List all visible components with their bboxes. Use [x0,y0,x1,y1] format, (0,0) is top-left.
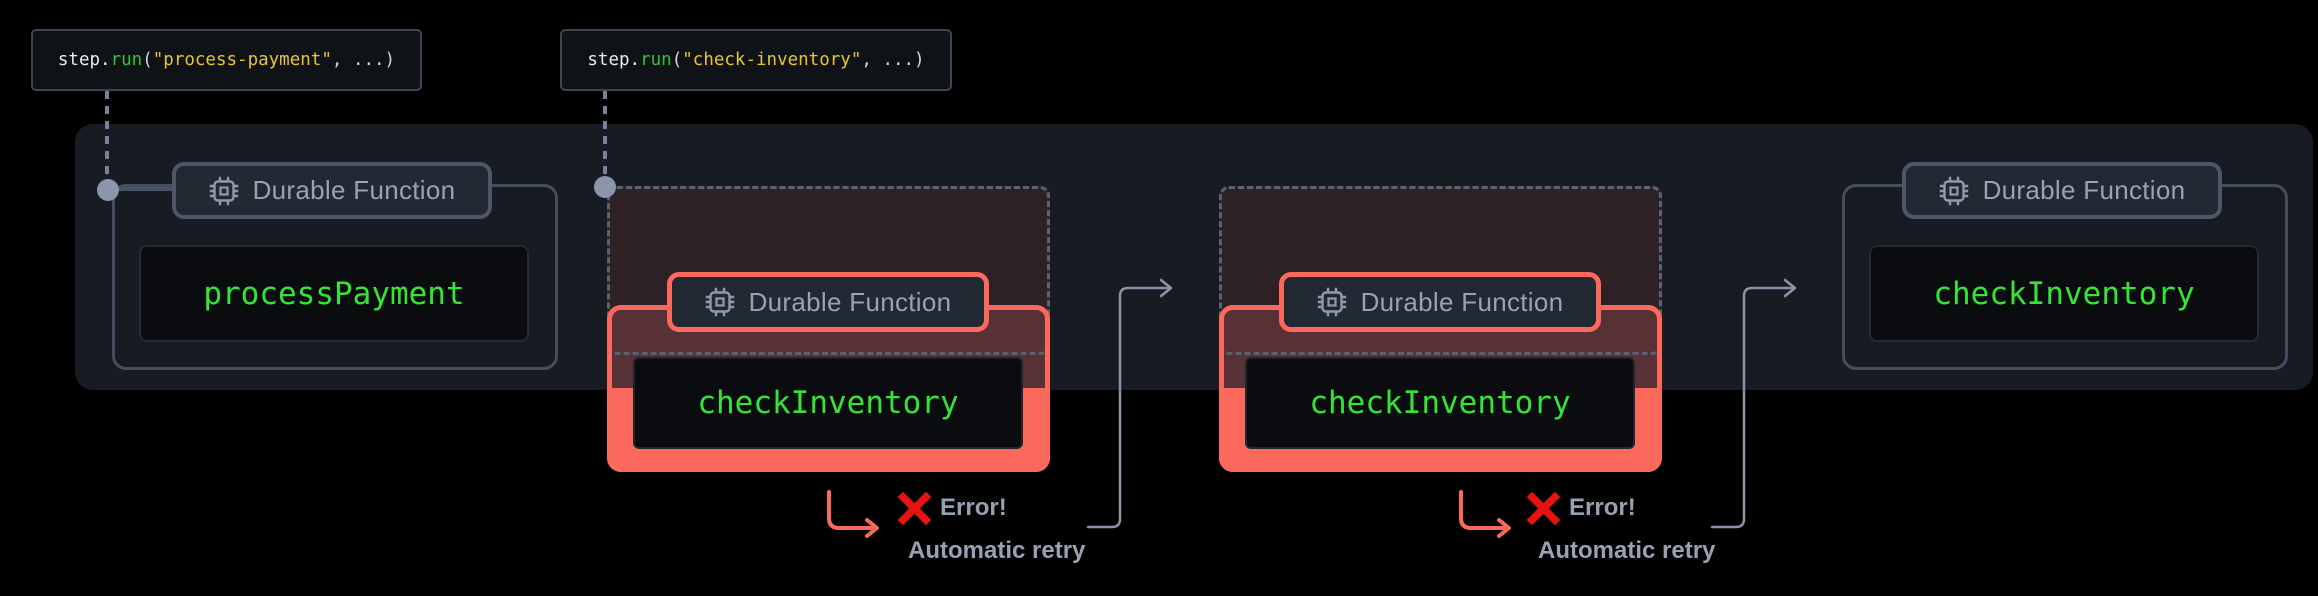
function-name: processPayment [203,275,465,312]
durable-function-badge-2: Durable Function [667,272,989,332]
function-name-box-1: processPayment [139,245,529,342]
code-token: step [57,50,101,70]
code-token: , ...) [331,50,396,70]
error-x-icon-2 [1526,491,1561,526]
function-name-box-4: checkInventory [1869,245,2259,342]
connector-dashed-line-1 [105,91,109,180]
code-token: , ...) [861,50,925,70]
badge-label: Durable Function [748,286,952,317]
error-x-icon-1 [897,491,932,526]
automatic-retry-label-2: Automatic retry [1538,537,1716,564]
cpu-chip-icon [1317,287,1346,317]
badge-label: Durable Function [252,175,456,205]
connector-dashed-line-2 [603,91,607,177]
error-elbow-arrow-2 [1459,490,1511,538]
code-token: step [587,50,630,70]
attempt-box-border-2 [1219,186,1662,355]
function-name: checkInventory [1309,385,1571,421]
attempt-box-border-1 [607,186,1050,355]
cpu-chip-icon [209,176,238,205]
code-token: ( [142,50,153,70]
code-token: . [629,50,641,70]
retry-loop-arrow-2 [1710,278,1797,529]
badge-label: Durable Function [1982,175,2186,205]
code-token: ( [671,50,683,70]
function-name-box-3: checkInventory [1245,357,1635,449]
cpu-chip-icon [705,287,734,317]
code-token: "check-inventory" [682,50,862,70]
durable-function-badge-1: Durable Function [172,162,492,219]
durable-function-badge-3: Durable Function [1279,272,1601,332]
connector-dot-2 [594,176,616,198]
code-token: . [100,50,111,70]
retry-loop-arrow-1 [1086,278,1173,529]
function-name: checkInventory [697,385,959,421]
connector-hline-1 [108,187,174,191]
code-token: run [110,50,143,70]
error-label-2: Error! [1569,494,1636,521]
badge-label: Durable Function [1360,286,1564,317]
code-snippet-check-inventory: step.run("check-inventory", ...) [560,29,952,91]
function-name: checkInventory [1933,275,2195,312]
durable-function-badge-4: Durable Function [1902,162,2222,219]
code-token: "process-payment" [152,50,332,70]
connector-dot-1 [97,179,119,201]
code-token: run [640,50,672,70]
code-snippet-process-payment: step.run("process-payment", ...) [31,29,422,91]
error-label-1: Error! [940,494,1007,521]
automatic-retry-label-1: Automatic retry [908,537,1086,564]
cpu-chip-icon [1939,176,1968,205]
error-elbow-arrow-1 [827,490,879,538]
function-name-box-2: checkInventory [633,357,1023,449]
